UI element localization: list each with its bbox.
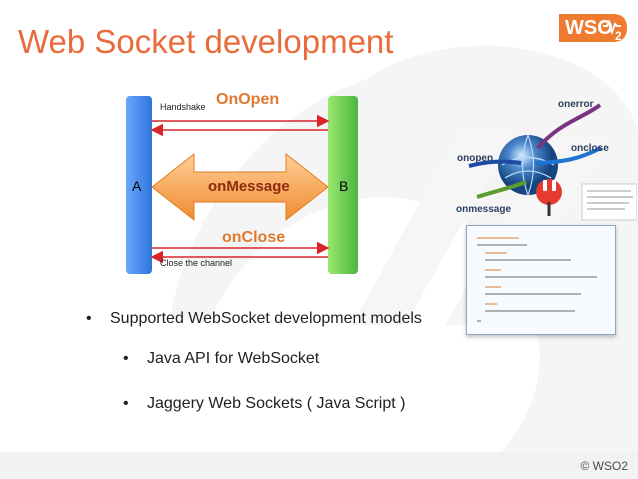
websocket-diagram-graphic <box>126 96 358 274</box>
code-lines-graphic <box>477 237 597 322</box>
code-snippet-card <box>466 225 616 335</box>
bullet-list: •Supported WebSocket development models … <box>86 309 466 419</box>
websocket-illustration: onerror onclose onopen onmessage <box>455 90 638 240</box>
onmessage-art-label: onmessage <box>456 204 511 215</box>
copyright-text: © WSO2 <box>580 459 628 473</box>
bullet-marker-icon: • <box>123 350 129 367</box>
client-label: A <box>132 178 142 194</box>
wso2-logo-icon: WSO 2 <box>559 14 627 43</box>
onerror-label: onerror <box>558 99 594 110</box>
server-label: B <box>339 178 349 194</box>
bullet-text: Jaggery Web Sockets ( Java Script ) <box>147 395 406 412</box>
brand-logo: WSO 2 <box>555 4 635 48</box>
globe-plug-illustration: onerror onclose onopen onmessage <box>456 99 638 221</box>
onopen-art-label: onopen <box>457 153 493 164</box>
websocket-flow-diagram: Handshake OnOpen A B onMessage onClose C… <box>120 90 370 285</box>
bullet-marker-icon: • <box>86 310 92 327</box>
logo-text: WSO <box>565 17 613 39</box>
bullet-text: Java API for WebSocket <box>147 350 320 367</box>
close-channel-label: Close the channel <box>160 258 233 268</box>
onclose-label: onClose <box>222 229 286 246</box>
bullet-text: Supported WebSocket development models <box>110 310 422 327</box>
onclose-art-label: onclose <box>571 143 609 154</box>
handshake-label: Handshake <box>160 102 206 112</box>
bullet-item-2: • Java API for WebSocket <box>123 349 319 369</box>
plug-icon <box>536 179 562 216</box>
footer-bar <box>0 452 638 479</box>
onopen-label: OnOpen <box>216 91 280 108</box>
onmessage-label: onMessage <box>208 178 290 195</box>
document-icon <box>581 183 638 221</box>
page-title: Web Socket development <box>18 23 394 60</box>
logo-subscript: 2 <box>615 29 622 43</box>
bullet-marker-icon: • <box>123 395 129 412</box>
bullet-item-1: • Supported WebSocket development models <box>86 309 422 329</box>
bullet-item-3: • Jaggery Web Sockets ( Java Script ) <box>123 394 405 414</box>
server-column <box>328 96 358 274</box>
client-column <box>126 96 152 274</box>
